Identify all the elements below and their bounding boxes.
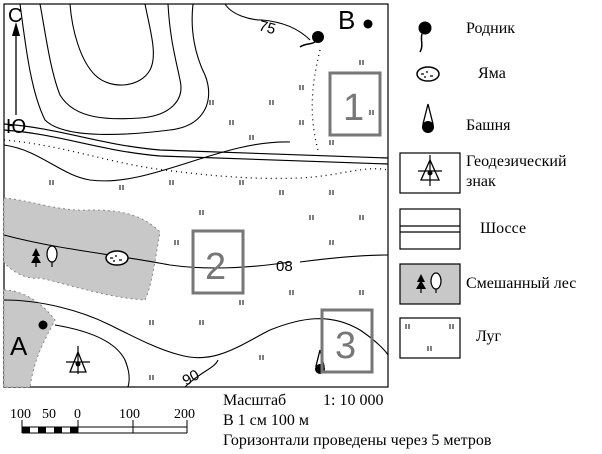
dotted-boundaries (3, 49, 389, 180)
forest-area-upper (3, 197, 161, 301)
legend-geodetic-label-2: знак (466, 173, 496, 190)
forest-symbol-map (31, 245, 58, 267)
legend-highway-icon (399, 208, 461, 250)
legend-geodetic-icon (399, 152, 461, 194)
scale-tick-50: 50 (42, 407, 56, 422)
contour-label-80: 08 (276, 258, 293, 275)
scale-tick-200: 200 (174, 407, 195, 422)
geodetic-sign-map (66, 346, 90, 374)
scale-per-cm: В 1 см 100 м (223, 412, 310, 429)
legend-forest-icon (399, 263, 461, 305)
contour-label-75: 75 (257, 17, 278, 38)
scale-tick-100-left: 100 (10, 407, 31, 422)
north-label: С (8, 5, 22, 27)
point-b-label: В (338, 5, 355, 35)
scale-label: Масштаб (223, 392, 287, 409)
legend-meadow-icon (399, 317, 461, 359)
contour-label-90: 90 (180, 366, 203, 389)
highway-road (3, 123, 389, 165)
legend-pit-label: Яма (478, 65, 506, 82)
scale-bar (21, 420, 188, 434)
point-a-label: A (10, 331, 28, 361)
scale-ratio: 1: 10 000 (323, 392, 384, 409)
scale-tick-100: 100 (119, 407, 140, 422)
area-box-3 (320, 308, 374, 374)
legend-spring-icon (418, 21, 432, 53)
legend-forest-label: Смешанный лес (466, 275, 577, 292)
point-a-marker (38, 320, 48, 330)
pit-symbol-map (105, 250, 129, 266)
area-box-2-label: 2 (205, 246, 226, 288)
legend-meadow-label: Луг (476, 328, 502, 345)
legend-geodetic-label-1: Геодезический (466, 153, 567, 170)
legend-tower-icon (422, 103, 434, 133)
spring-symbol-map (299, 31, 324, 48)
map-frame (3, 3, 389, 388)
south-label: Ю (6, 116, 26, 138)
area-box-3-label: 3 (335, 325, 356, 367)
legend-highway-label: Шоссе (480, 220, 527, 237)
legend-tower-label: Башня (466, 117, 511, 134)
contour-interval-note: Горизонтали проведены через 5 метров (223, 432, 492, 449)
point-b-marker (363, 19, 373, 29)
area-box-2 (191, 229, 245, 295)
forest-area-lower (3, 289, 56, 388)
legend-spring-label: Родник (466, 20, 516, 37)
area-box-1-label: 1 (343, 87, 364, 129)
north-arrow-icon (12, 22, 20, 115)
meadow-marks (49, 60, 374, 380)
legend-pit-icon (416, 66, 440, 82)
area-box-1 (328, 71, 382, 137)
scale-tick-0: 0 (74, 407, 81, 422)
